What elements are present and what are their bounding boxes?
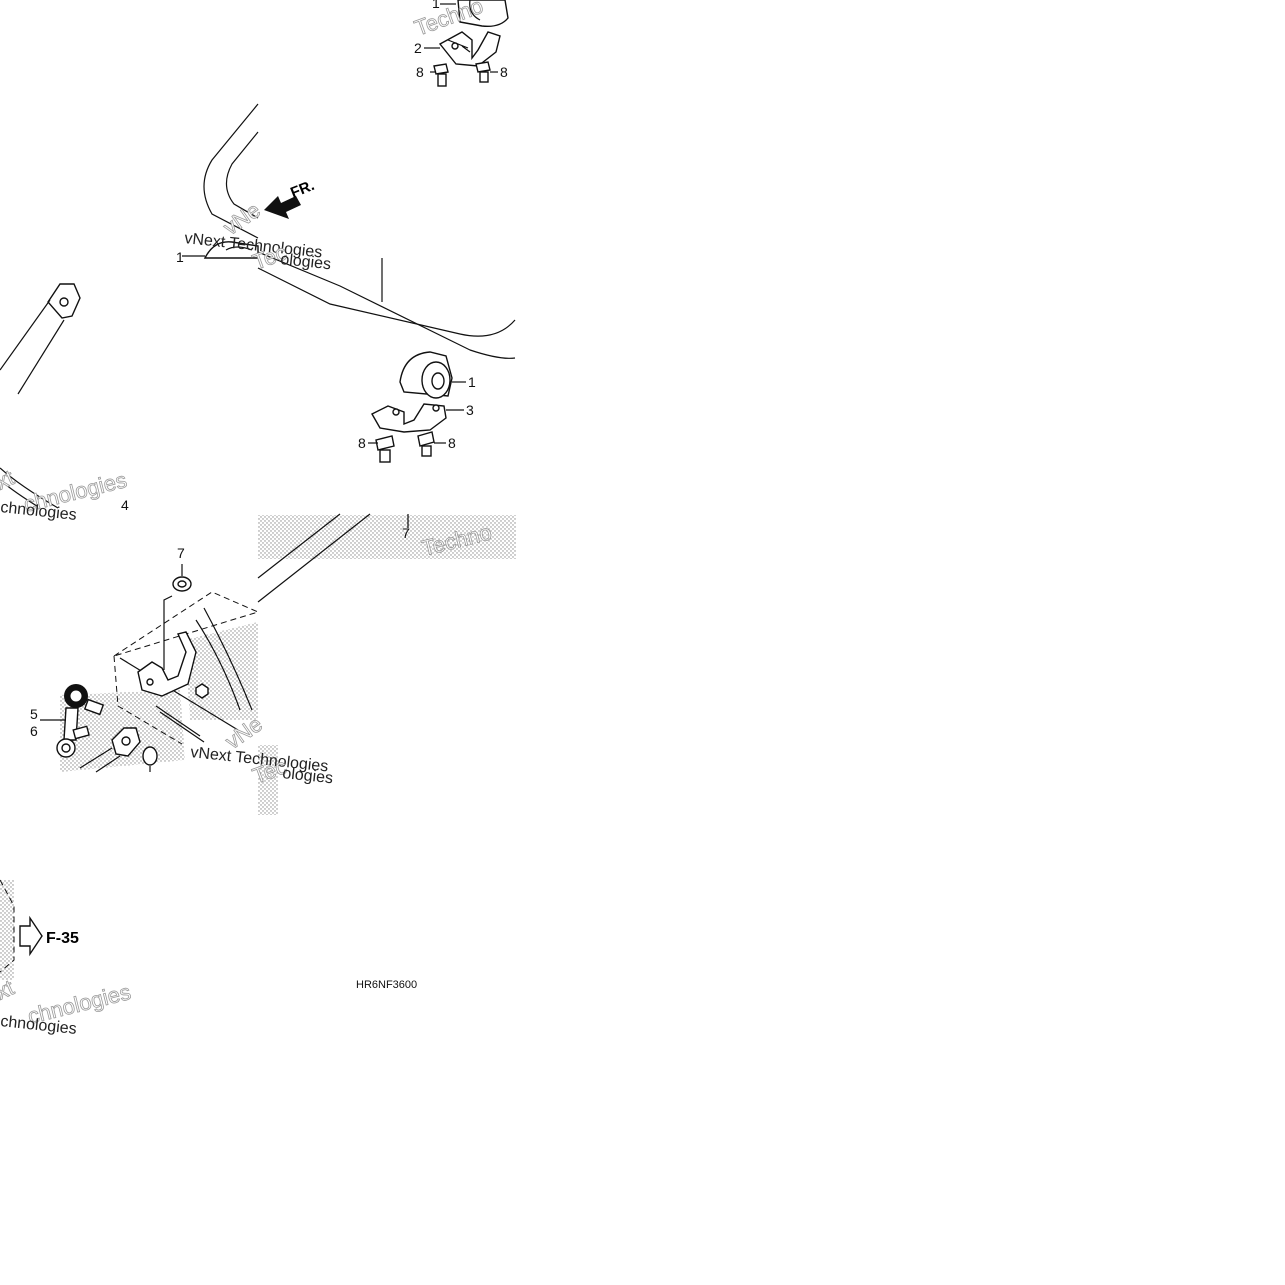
watermark-top: Techno xyxy=(411,0,486,41)
watermarks: Techno vNe vNext Technologies Tec ologie… xyxy=(0,0,494,1038)
callout-1-top: 1 xyxy=(432,0,440,11)
diagram-code: HR6NF3600 xyxy=(356,979,417,991)
watermark-ologies-lower: ologies xyxy=(282,765,334,787)
callout-7-right: 7 xyxy=(402,525,410,541)
lower-bar-section xyxy=(257,513,409,603)
reference-arrow: F-35 xyxy=(0,879,79,973)
watermark-ologies-upper: ologies xyxy=(280,251,332,273)
callout-8-c: 8 xyxy=(358,435,366,451)
callout-8-a: 8 xyxy=(416,64,424,80)
dotted-panels xyxy=(0,515,516,980)
callout-3: 3 xyxy=(466,402,474,418)
callout-7-left: 7 xyxy=(177,545,185,561)
right-bushing-assembly xyxy=(368,351,466,463)
stabilizer-bar xyxy=(203,103,516,359)
watermark-xt-bottom: xt xyxy=(0,975,18,1005)
left-bushing-fragment xyxy=(182,241,259,259)
callout-1-right: 1 xyxy=(468,374,476,390)
direction-label: FR. xyxy=(288,177,317,202)
link-assembly xyxy=(40,564,260,773)
callout-4: 4 xyxy=(121,497,129,513)
stabilizer-bar-end xyxy=(0,283,81,509)
callout-6: 6 xyxy=(30,723,38,739)
front-direction-arrow: FR. xyxy=(264,177,317,219)
callout-8-d: 8 xyxy=(448,435,456,451)
callouts: 1 2 8 8 1 1 3 8 8 4 7 7 5 6 xyxy=(30,0,508,739)
callout-1-left: 1 xyxy=(176,249,184,265)
top-bushing-assembly xyxy=(424,0,509,87)
callout-2: 2 xyxy=(414,40,422,56)
callout-5: 5 xyxy=(30,706,38,722)
reference-label: F-35 xyxy=(46,930,79,947)
callout-8-b: 8 xyxy=(500,64,508,80)
